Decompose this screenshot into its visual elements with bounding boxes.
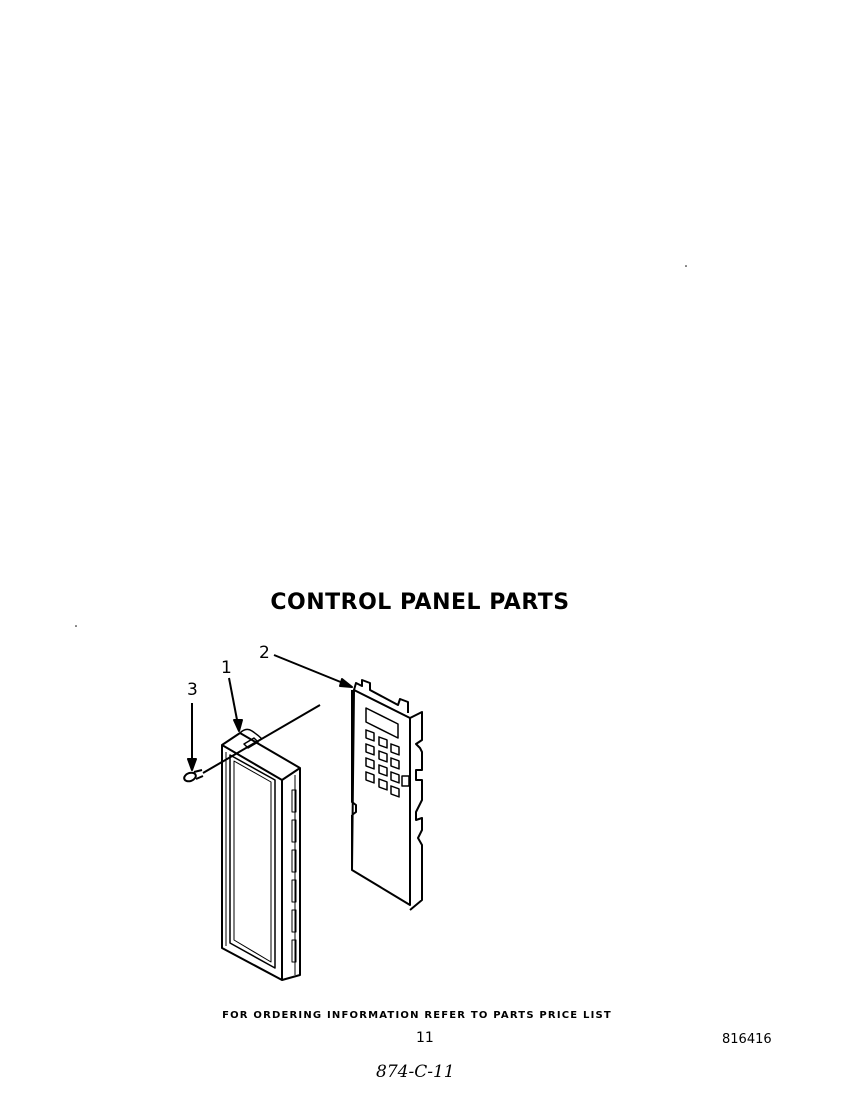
leader-arrow-1 [228,677,243,732]
callout-1: 1 [221,658,232,678]
diagram-title: CONTROL PANEL PARTS [270,590,570,615]
leader-arrow-2 [273,654,353,688]
callout-2: 2 [259,643,270,663]
ordering-info-note: FOR ORDERING INFORMATION REFER TO PARTS … [222,1010,612,1021]
leader-arrow-3 [187,703,197,771]
callout-3: 3 [187,680,198,700]
handwritten-reference: 874-C-11 [376,1062,455,1082]
keypad-icon [365,729,400,798]
document-number: 816416 [722,1032,772,1047]
page-number: 11 [416,1030,434,1046]
control-board-part-2 [351,679,423,911]
display-window-icon [365,707,399,739]
control-panel-frame-part-1 [221,728,301,981]
